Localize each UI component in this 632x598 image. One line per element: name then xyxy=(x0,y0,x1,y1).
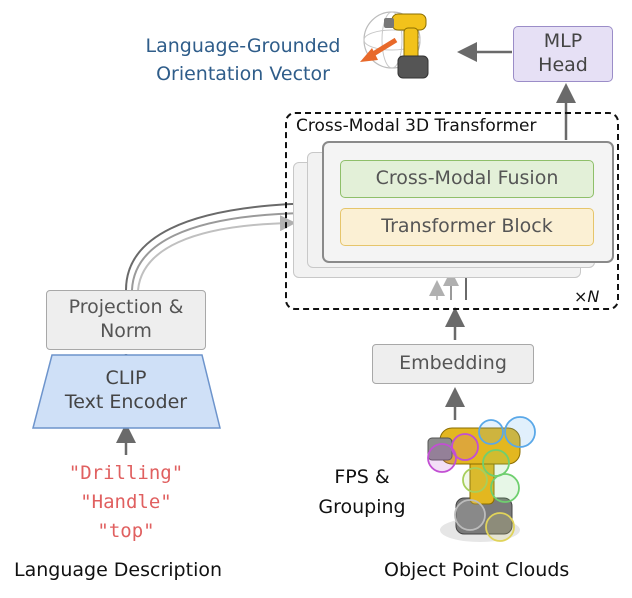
drill-object-icon xyxy=(384,13,429,79)
output-label-line2: Orientation Vector xyxy=(156,63,330,85)
caption-object-point-clouds: Object Point Clouds xyxy=(384,559,570,581)
output-label: Language-Grounded Orientation Vector xyxy=(128,32,358,88)
projection-norm: Projection & Norm xyxy=(46,290,206,350)
clip-line2: Text Encoder xyxy=(64,391,188,413)
curve-projection-to-transformer-3 xyxy=(137,215,296,291)
output-label-line1: Language-Grounded xyxy=(145,35,341,57)
transformer-title: Cross-Modal 3D Transformer xyxy=(296,116,537,136)
transformer-block: Transformer Block xyxy=(340,208,594,246)
fps-grouping-label: FPS & Grouping xyxy=(312,462,412,522)
repeat-label: ×N xyxy=(574,287,600,306)
prompt-top: "top" xyxy=(97,520,155,542)
embedding-box: Embedding xyxy=(372,344,534,384)
prompt-drilling: "Drilling" xyxy=(68,462,184,484)
clip-line1: CLIP xyxy=(105,367,147,390)
caption-language-description: Language Description xyxy=(14,559,223,581)
clip-text-encoder: CLIP Text Encoder xyxy=(40,360,212,422)
cross-modal-fusion: Cross-Modal Fusion xyxy=(340,160,594,198)
prompt-handle: "Handle" xyxy=(80,491,172,513)
mlp-head-line1: MLP xyxy=(543,30,583,53)
fps-line1: FPS & xyxy=(334,466,390,488)
fps-line2: Grouping xyxy=(318,496,406,518)
transformer-container xyxy=(285,112,619,310)
mlp-head: MLP Head xyxy=(513,26,613,82)
projection-line1: Projection & xyxy=(68,296,184,319)
projection-line2: Norm xyxy=(100,320,152,342)
mlp-head-line2: Head xyxy=(538,54,588,76)
curve-projection-to-transformer-2 xyxy=(131,205,310,291)
curve-projection-to-transformer-1 xyxy=(125,195,326,291)
